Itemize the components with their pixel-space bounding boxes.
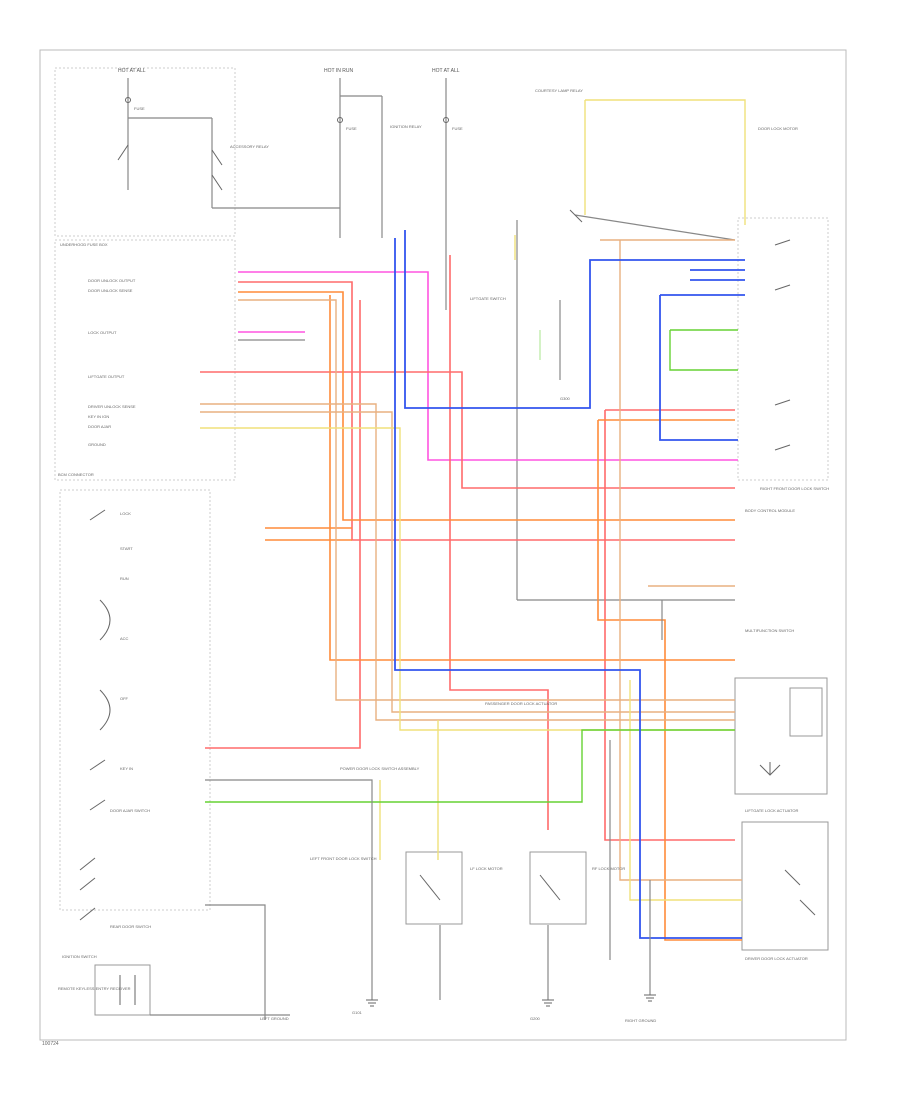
passenger-unlock-label: PASSENGER DOOR LOCK ACTUATOR bbox=[485, 701, 557, 706]
bcm-connector-box bbox=[54, 239, 236, 481]
door-lock-motor-label: DOOR LOCK MOTOR bbox=[758, 126, 798, 131]
right-middle-module bbox=[734, 677, 828, 795]
top-fuse-1-label: HOT AT ALL bbox=[118, 68, 146, 74]
pin-3-label: LOCK OUTPUT bbox=[88, 330, 117, 335]
ground-a-label: G101 bbox=[352, 1010, 363, 1015]
lock-label: LOCK bbox=[120, 511, 131, 516]
pin-7-label: DOOR AJAR bbox=[88, 424, 111, 429]
right-bottom-module bbox=[741, 821, 829, 951]
ignition-relay-label: IGNITION RELAY bbox=[390, 124, 422, 129]
relay-box-right bbox=[529, 851, 587, 925]
start-label: START bbox=[120, 546, 133, 551]
ignition-switch-box bbox=[59, 489, 211, 911]
rf-lock-motor-label: RF LOCK MOTOR bbox=[592, 866, 625, 871]
fuse-b-label: FUSE bbox=[346, 126, 357, 131]
top-fuse-3-label: HOT AT ALL bbox=[432, 68, 460, 74]
right-switch-assembly bbox=[737, 217, 829, 481]
top-fuse-2-label: HOT IN RUN bbox=[324, 68, 353, 74]
driver-unlock-label: DRIVER DOOR LOCK ACTUATOR bbox=[745, 956, 808, 961]
relay-box-left bbox=[405, 851, 463, 925]
door-ajar-switch-label: DOOR AJAR SWITCH bbox=[110, 808, 150, 813]
remote-receiver-label: REMOTE KEYLESS ENTRY RECEIVER bbox=[58, 986, 131, 991]
bottom-left-module bbox=[94, 964, 151, 1016]
fuse-a-label: FUSE bbox=[134, 106, 145, 111]
pin-6-label: KEY IN IGN bbox=[88, 414, 109, 419]
gray-wires bbox=[150, 339, 663, 1020]
diagram-labels: HOT AT ALL HOT IN RUN HOT AT ALL FUSE FU… bbox=[58, 68, 829, 1023]
body-control-module-label: BODY CONTROL MODULE bbox=[745, 508, 795, 513]
lf-lock-motor-label: LF LOCK MOTOR bbox=[470, 866, 503, 871]
accessory-relay-label: ACCESSORY RELAY bbox=[230, 144, 269, 149]
bcm-box-label: BCM CONNECTOR bbox=[58, 472, 94, 477]
fuse-c-label: FUSE bbox=[452, 126, 463, 131]
switch-symbols bbox=[79, 97, 816, 1005]
orange-wires bbox=[238, 291, 742, 941]
multifunction-switch-label: MULTIFUNCTION SWITCH bbox=[745, 628, 794, 633]
power-feed-lines bbox=[127, 78, 736, 601]
red-wires bbox=[200, 255, 735, 841]
pin-5-label: DRIVER UNLOCK SENSE bbox=[88, 404, 136, 409]
acc-label: ACC bbox=[120, 636, 129, 641]
courtesy-lamp-label: COURTESY LAMP RELAY bbox=[535, 88, 583, 93]
right-ground-label: RIGHT GROUND bbox=[625, 1018, 656, 1023]
left-ground-label: LEFT GROUND bbox=[260, 1016, 289, 1021]
liftgate-actuator-label: LIFTGATE LOCK ACTUATOR bbox=[745, 808, 798, 813]
pin-4-label: LIFTGATE OUTPUT bbox=[88, 374, 125, 379]
right-middle-inner bbox=[789, 687, 823, 737]
ground-c-label: G300 bbox=[560, 396, 571, 401]
lock-switch-assy-label: POWER DOOR LOCK SWITCH ASSEMBLY bbox=[340, 766, 420, 771]
pin-2-label: DOOR UNLOCK SENSE bbox=[88, 288, 133, 293]
left-front-door-label: LEFT FRONT DOOR LOCK SWITCH bbox=[310, 856, 377, 861]
ground-symbols bbox=[366, 994, 656, 1007]
footer-code: 100724 bbox=[42, 1041, 59, 1047]
pin-1-label: DOOR UNLOCK OUTPUT bbox=[88, 278, 136, 283]
off-label: OFF bbox=[120, 696, 129, 701]
diagram-frame bbox=[39, 49, 847, 1041]
rear-door-switch-label: REAR DOOR SWITCH bbox=[110, 924, 151, 929]
fuse-box-label: UNDERHOOD FUSE BOX bbox=[60, 242, 108, 247]
ground-b-label: G200 bbox=[530, 1016, 541, 1021]
pin-8-label: GROUND bbox=[88, 442, 106, 447]
blue-wires bbox=[394, 230, 745, 939]
bcm-top-box bbox=[54, 67, 236, 237]
run-label: RUN bbox=[120, 576, 129, 581]
key-in-label: KEY IN bbox=[120, 766, 133, 771]
ignition-switch-label: IGNITION SWITCH bbox=[62, 954, 97, 959]
right-front-door-label: RIGHT FRONT DOOR LOCK SWITCH bbox=[760, 486, 829, 491]
tan-wires bbox=[200, 239, 742, 881]
liftgate-switch-label: LIFTGATE SWITCH bbox=[470, 296, 506, 301]
green-wires bbox=[205, 329, 738, 803]
pink-wires bbox=[238, 271, 738, 461]
yellow-wires bbox=[200, 99, 746, 901]
